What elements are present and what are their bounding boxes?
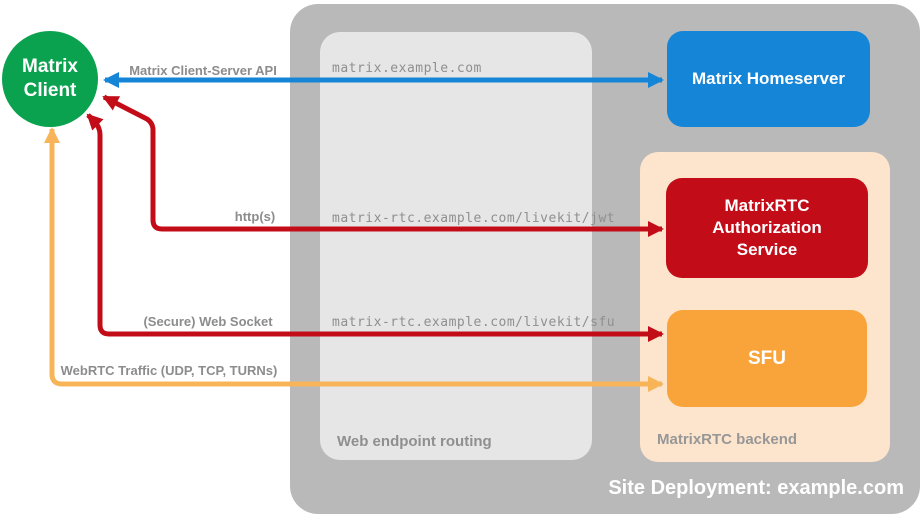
web-endpoint-routing-label: Web endpoint routing (337, 433, 492, 450)
https-arrow-label: http(s) (234, 209, 276, 224)
route-matrix-example-com: matrix.example.com (332, 61, 482, 76)
matrix-client-node: Matrix Client (2, 31, 98, 127)
matrixrtc-authorization-service-node: MatrixRTC Authorization Service (666, 178, 868, 278)
site-deployment-title: Site Deployment: example.com (608, 477, 904, 499)
matrix-homeserver-label: Matrix Homeserver (691, 69, 846, 88)
matrixrtc-backend-label: MatrixRTC backend (657, 431, 798, 448)
secure-web-socket-arrow-label: (Secure) Web Socket (143, 314, 273, 329)
sfu-node: SFU (667, 310, 867, 407)
web-endpoint-routing-container: Web endpoint routing (320, 32, 592, 460)
matrix-homeserver-node: Matrix Homeserver (667, 31, 870, 127)
matrixrtc-authorization-service-label: MatrixRTC Authorization Service (712, 195, 822, 260)
sfu-label: SFU (748, 347, 786, 369)
route-livekit-jwt: matrix-rtc.example.com/livekit/jwt (332, 211, 616, 226)
webrtc-traffic-arrow-label: WebRTC Traffic (UDP, TCP, TURNs) (60, 363, 278, 378)
client-server-api-arrow-label: Matrix Client-Server API (129, 63, 277, 78)
matrix-client-label: Matrix Client (22, 56, 78, 101)
route-livekit-sfu: matrix-rtc.example.com/livekit/sfu (332, 315, 616, 330)
